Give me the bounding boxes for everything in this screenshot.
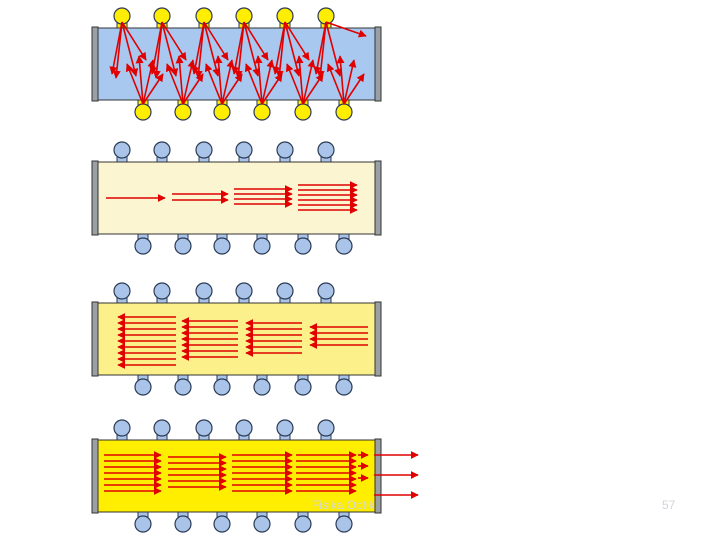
photon-arrow xyxy=(243,21,261,77)
photon-arrow xyxy=(254,55,263,105)
photon-arrow xyxy=(152,21,163,79)
photon-arrows xyxy=(104,21,419,499)
blue-pump-lamp-icon xyxy=(235,419,253,444)
blue-pump-lamp-icon xyxy=(153,141,171,166)
photon-arrow xyxy=(182,73,204,105)
blue-pump-lamp-icon xyxy=(253,509,271,533)
blue-pump-lamp-icon xyxy=(276,141,294,166)
photon-arrow xyxy=(243,21,269,61)
blue-pump-lamp-icon xyxy=(235,141,253,166)
slide-number: 57 xyxy=(662,498,676,512)
photon-arrow xyxy=(204,63,223,105)
blue-pump-lamp-icon xyxy=(235,282,253,307)
mirror-left xyxy=(91,160,99,236)
photon-arrow xyxy=(121,21,147,61)
photon-arrow xyxy=(142,59,156,105)
blue-pump-lamp-icon xyxy=(174,231,192,255)
blue-pump-lamp-icon xyxy=(195,419,213,444)
photon-arrow xyxy=(261,59,275,105)
mirror-right xyxy=(374,301,382,377)
blue-pump-lamp-icon xyxy=(113,282,131,307)
blue-pump-lamp-icon xyxy=(253,231,271,255)
photon-arrow xyxy=(261,73,283,105)
blue-pump-lamp-icon xyxy=(213,231,231,255)
blue-pump-lamp-icon xyxy=(134,372,152,396)
photon-arrow xyxy=(285,63,304,105)
photon-arrow xyxy=(234,21,245,79)
mirror-left xyxy=(91,26,99,102)
laser-panel-4 xyxy=(91,438,382,514)
photon-arrow xyxy=(112,21,123,79)
blue-pump-lamp-icon xyxy=(195,141,213,166)
blue-pump-lamp-icon xyxy=(276,419,294,444)
photon-arrow xyxy=(343,73,365,105)
photon-arrow xyxy=(121,21,139,77)
photon-arrow xyxy=(302,73,324,105)
photon-arrow xyxy=(165,63,184,105)
blue-pump-lamp-icon xyxy=(335,231,353,255)
photon-arrow xyxy=(135,55,144,105)
blue-pump-lamp-icon xyxy=(253,372,271,396)
photon-arrow xyxy=(244,63,263,105)
photon-arrow xyxy=(326,63,345,105)
photon-arrow xyxy=(161,21,179,77)
photon-arrow xyxy=(302,59,316,105)
blue-pump-lamp-icon xyxy=(113,141,131,166)
pump-lamps xyxy=(113,7,353,533)
mirror-right xyxy=(374,26,382,102)
blue-pump-lamp-icon xyxy=(335,509,353,533)
photon-arrow xyxy=(182,59,196,105)
photon-arrow xyxy=(194,21,205,79)
photon-arrow xyxy=(203,21,229,61)
blue-pump-lamp-icon xyxy=(317,419,335,444)
blue-pump-lamp-icon xyxy=(153,282,171,307)
photon-arrow xyxy=(221,59,235,105)
blue-pump-lamp-icon xyxy=(174,509,192,533)
blue-pump-lamp-icon xyxy=(134,509,152,533)
photon-arrow xyxy=(161,21,187,61)
photon-arrow xyxy=(336,55,345,105)
photon-arrow xyxy=(343,59,357,105)
laser-panels xyxy=(91,26,382,514)
photon-arrow xyxy=(295,55,304,105)
photon-arrow xyxy=(325,21,343,77)
blue-pump-lamp-icon xyxy=(276,282,294,307)
photon-arrow xyxy=(125,63,144,105)
mirror-left xyxy=(91,301,99,377)
photon-arrow xyxy=(316,21,327,79)
blue-pump-lamp-icon xyxy=(113,419,131,444)
photon-arrow xyxy=(284,21,302,77)
blue-pump-lamp-icon xyxy=(294,509,312,533)
photon-arrow xyxy=(275,21,286,79)
blue-pump-lamp-icon xyxy=(195,282,213,307)
blue-pump-lamp-icon xyxy=(294,231,312,255)
blue-pump-lamp-icon xyxy=(335,372,353,396)
mirror-right xyxy=(374,160,382,236)
photon-arrow xyxy=(142,73,164,105)
blue-pump-lamp-icon xyxy=(213,509,231,533)
mirror-right xyxy=(374,438,382,514)
blue-pump-lamp-icon xyxy=(317,282,335,307)
blue-pump-lamp-icon xyxy=(317,141,335,166)
photon-arrow xyxy=(221,73,243,105)
blue-pump-lamp-icon xyxy=(174,372,192,396)
footer-caption: Fisika Optik xyxy=(312,498,375,512)
photon-arrow xyxy=(175,55,184,105)
photon-arrow xyxy=(284,21,310,61)
blue-pump-lamp-icon xyxy=(213,372,231,396)
photon-arrow xyxy=(214,55,223,105)
blue-pump-lamp-icon xyxy=(294,372,312,396)
blue-pump-lamp-icon xyxy=(134,231,152,255)
mirror-left xyxy=(91,438,99,514)
photon-arrow xyxy=(203,21,221,77)
photon-arrow xyxy=(325,21,367,38)
